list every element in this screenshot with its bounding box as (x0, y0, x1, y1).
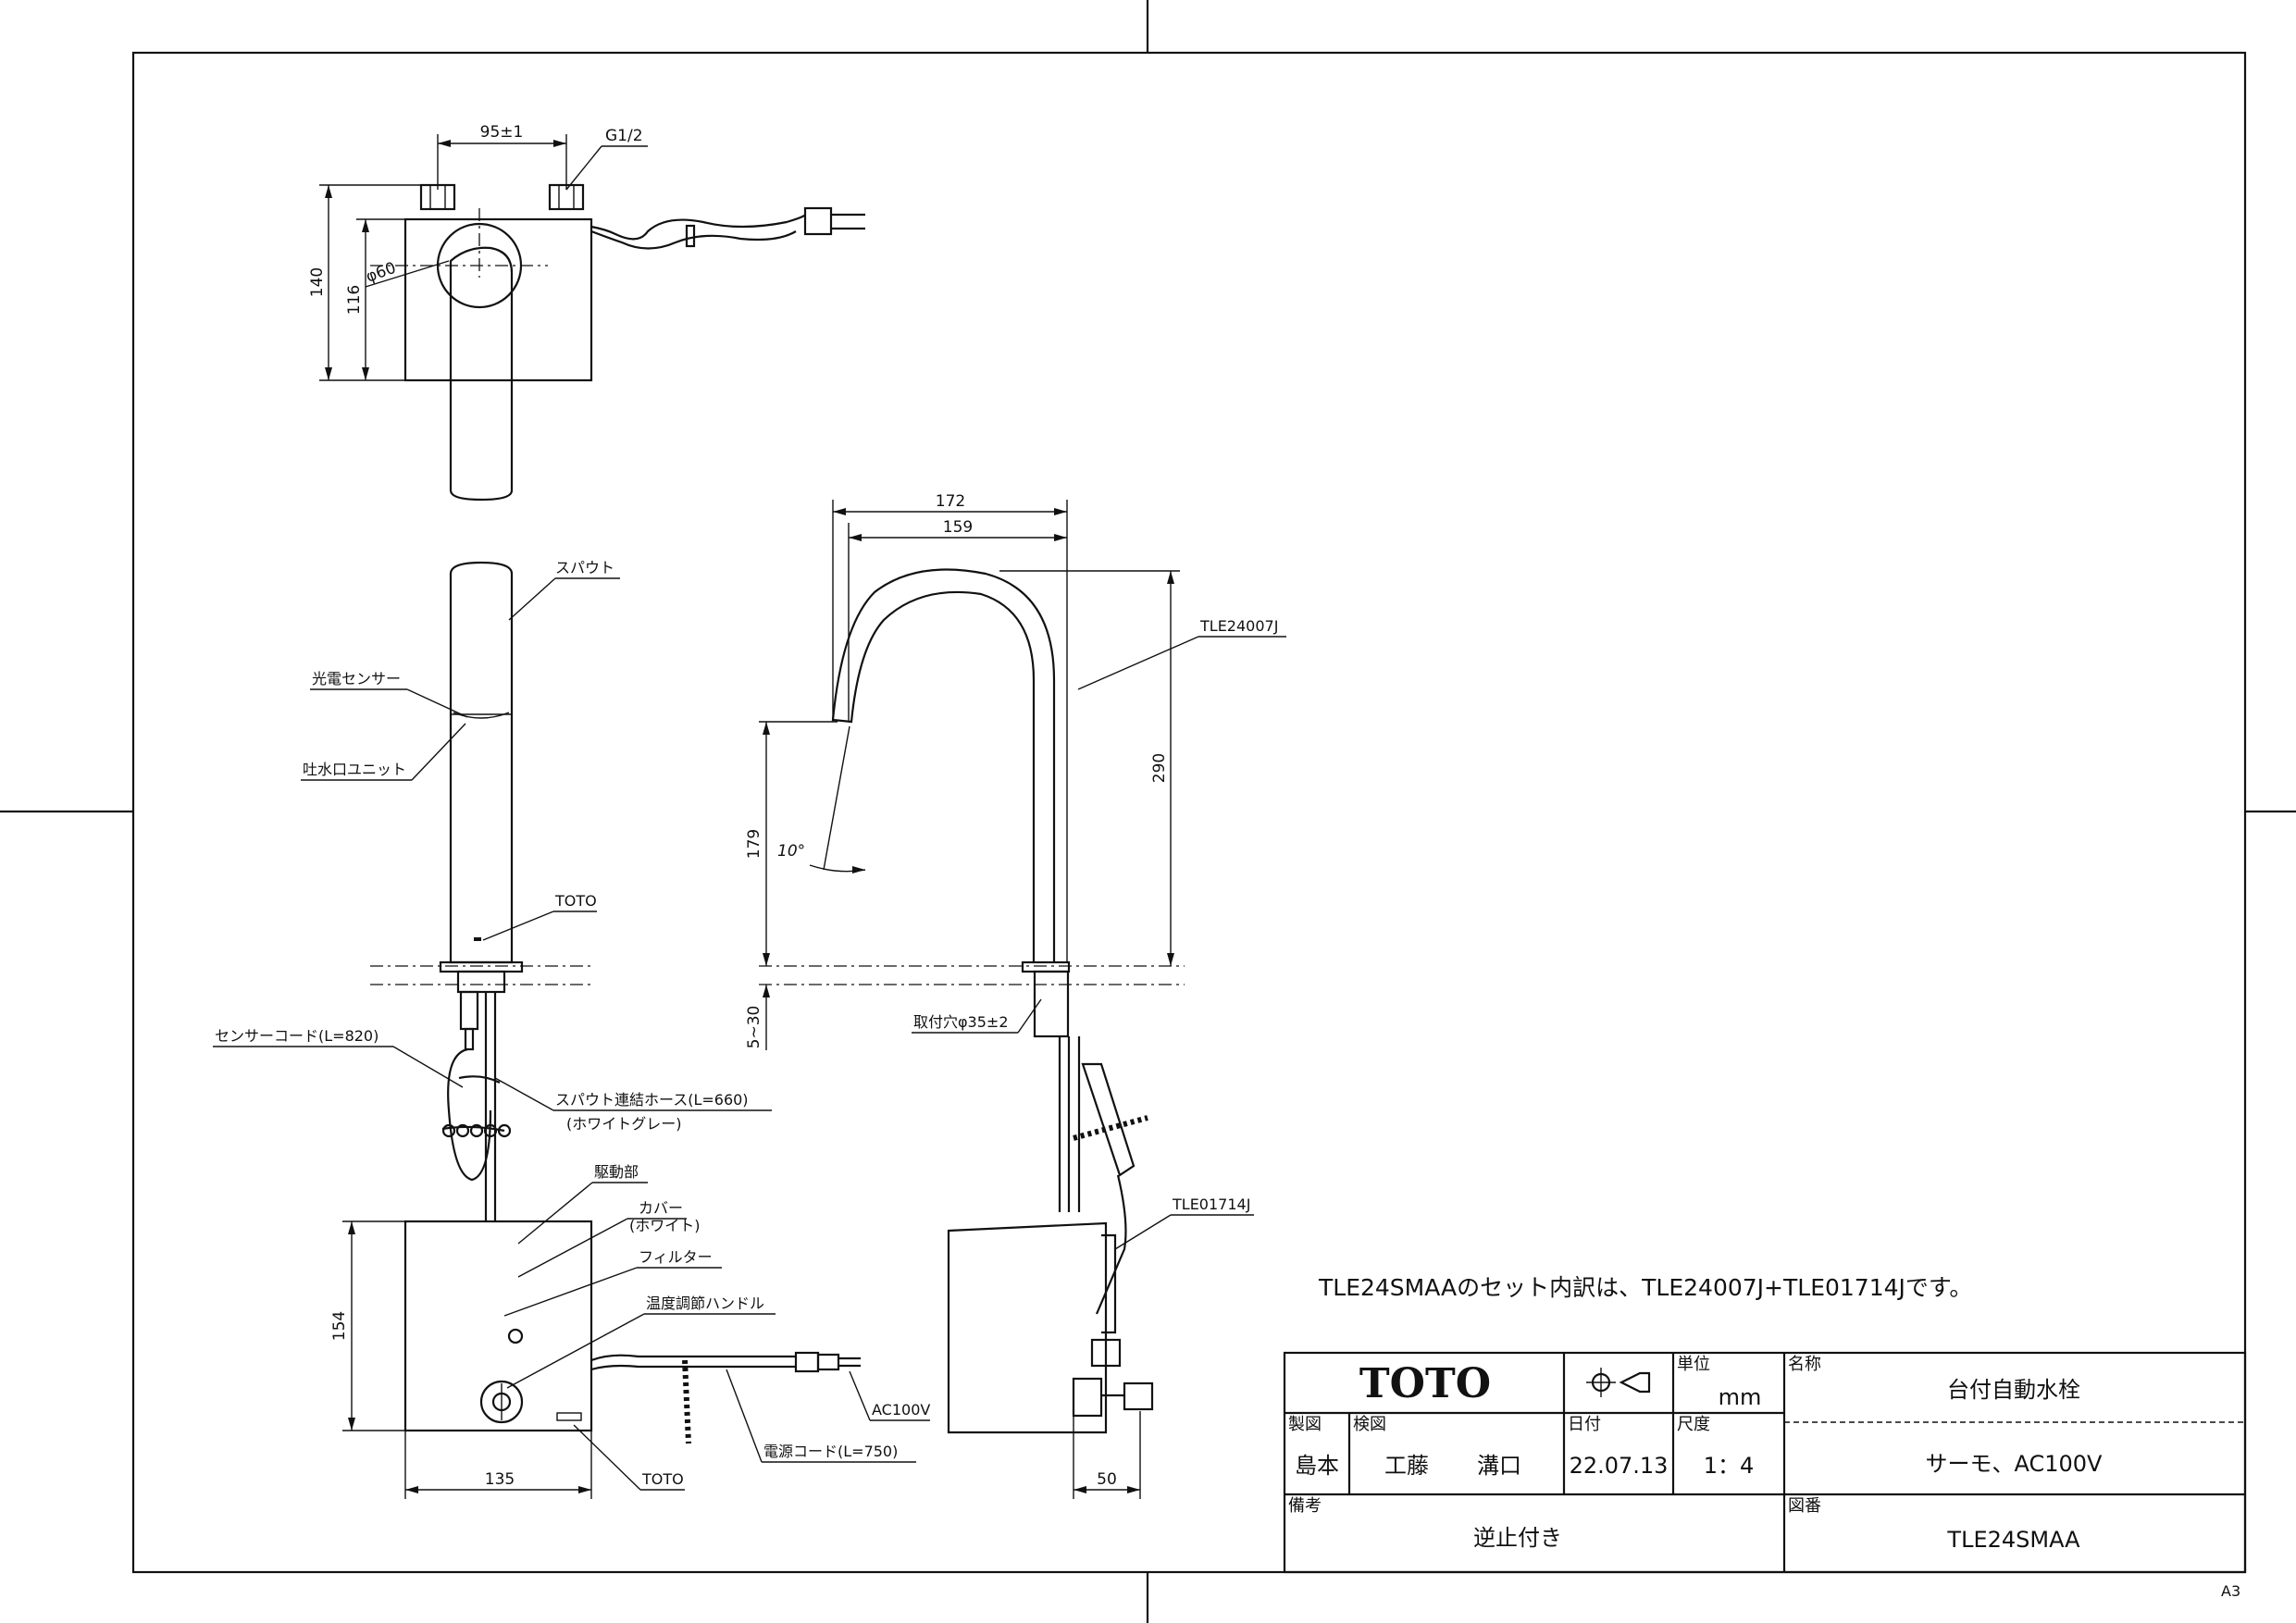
subname-value: サーモ、AC100V (1926, 1451, 2104, 1477)
dim-phi60: φ60 (364, 259, 399, 287)
label-drive: 駆動部 (594, 1163, 639, 1181)
name-value: 台付自動水栓 (1947, 1377, 2080, 1403)
label-cover-color: (ホワイト) (629, 1217, 701, 1234)
label-outlet: 吐水口ユニット (303, 761, 406, 778)
dim-154: 154 (330, 1311, 349, 1341)
dim-116: 116 (345, 285, 364, 315)
remark-label: 備考 (1288, 1496, 1322, 1516)
scale-value: 1：4 (1704, 1453, 1755, 1479)
label-filter: フィルター (639, 1248, 713, 1266)
label-mount-hole: 取付穴φ35±2 (913, 1013, 1009, 1031)
dim-159: 159 (943, 518, 973, 537)
paper-size: A3 (2221, 1582, 2240, 1600)
label-sensor-cord: センサーコード(L=820) (215, 1027, 379, 1045)
dim-135: 135 (485, 1470, 515, 1489)
label-spout: スパウト (555, 559, 614, 576)
dim-5-30: 5~30 (745, 1006, 763, 1049)
dim-290: 290 (1150, 753, 1169, 783)
check-value-2: 溝口 (1477, 1453, 1521, 1479)
unit-label: 単位 (1677, 1355, 1710, 1374)
projection-symbol-icon (1586, 1368, 1651, 1397)
label-toto-bottom: TOTO (641, 1470, 684, 1488)
label-part-body: TLE01714J (1172, 1196, 1250, 1213)
front-view: 154 135 スパウト 光電センサー 吐水口ユニット TOTO センサーコード… (213, 559, 930, 1499)
title-block: TOTO 単位 mm 名称 台付自動水栓 製図 島本 検図 工藤 溝口 日付 2… (1283, 1351, 2247, 1574)
scale-label: 尺度 (1677, 1415, 1710, 1434)
toto-logo: TOTO (1359, 1360, 1491, 1407)
dim-179: 179 (745, 829, 763, 859)
check-value-1: 工藤 (1384, 1453, 1429, 1479)
dim-95: 95±1 (480, 123, 524, 142)
made-value: 島本 (1295, 1453, 1339, 1479)
check-label: 検図 (1353, 1415, 1386, 1434)
made-label: 製図 (1288, 1415, 1322, 1434)
name-label: 名称 (1788, 1355, 1821, 1374)
label-temp-handle: 温度調節ハンドル (646, 1295, 764, 1312)
label-sensor: 光電センサー (312, 670, 401, 688)
dim-172: 172 (936, 492, 965, 511)
top-view: 95±1 G1/2 φ60 140 116 (308, 123, 865, 502)
label-toto-mark: TOTO (554, 892, 597, 910)
label-g12: G1/2 (605, 127, 643, 145)
dim-50: 50 (1097, 1470, 1117, 1489)
side-view: 172 159 290 TLE24007J 179 10° 5~30 取 (745, 492, 1286, 1499)
label-power-cord: 電源コード(L=750) (763, 1443, 898, 1460)
label-ac100v: AC100V (872, 1401, 930, 1419)
label-part-spout: TLE24007J (1199, 617, 1278, 635)
unit-value: mm (1719, 1384, 1762, 1410)
drawing-no-value: TLE24SMAA (1946, 1527, 2080, 1553)
drawing-no-label: 図番 (1788, 1496, 1821, 1516)
remark-value: 逆止付き (1473, 1525, 1562, 1551)
label-cover: カバー (639, 1199, 683, 1217)
set-note: TLE24SMAAのセット内訳は、TLE24007J+TLE01714Jです。 (1318, 1274, 1972, 1301)
label-hose-color: (ホワイトグレー) (566, 1115, 682, 1133)
dim-140: 140 (308, 267, 327, 297)
date-label: 日付 (1568, 1415, 1601, 1434)
dim-angle: 10° (777, 842, 805, 861)
label-hose: スパウト連結ホース(L=660) (555, 1091, 749, 1109)
date-value: 22.07.13 (1570, 1453, 1669, 1479)
